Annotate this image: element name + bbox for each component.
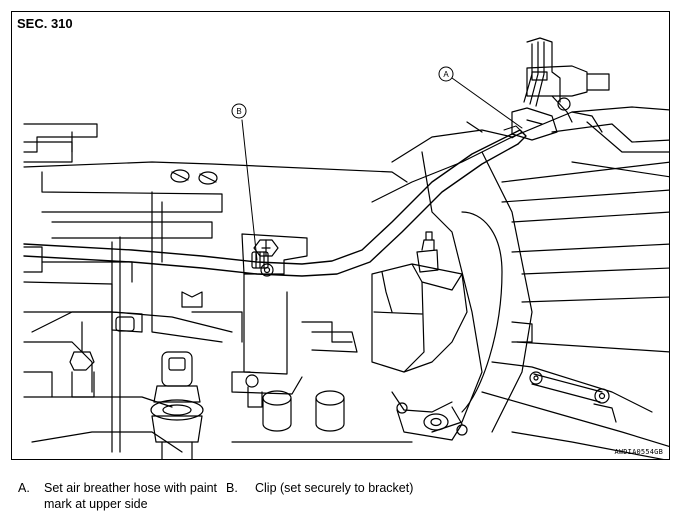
actuator [371, 231, 468, 441]
section-label: SEC. 310 [17, 16, 73, 31]
callout-a: A [438, 66, 454, 82]
transmission-case-right [371, 106, 669, 459]
legend-key-b: B. [226, 481, 238, 495]
diagram-frame: SEC. 310 [11, 11, 670, 460]
bracket [231, 233, 358, 408]
callout-leaders [241, 77, 523, 261]
air-breather-hose [23, 125, 527, 277]
bushings [231, 390, 413, 443]
bolt-left [69, 321, 95, 398]
image-code: AWDIA0554GB [614, 448, 663, 456]
legend-item-a: A. Set air breather hose with paint mark… [18, 480, 218, 514]
callout-b-label: B [236, 107, 241, 116]
speed-sensor [150, 351, 204, 459]
callout-b: B [231, 103, 247, 119]
legend-key-a: A. [18, 481, 30, 495]
transmission-drawing: A B [23, 37, 669, 459]
legend-text-a: Set air breather hose with paint mark at… [44, 481, 218, 511]
transmission-case-left [23, 123, 408, 453]
legend-item-b: B. Clip (set securely to bracket) [226, 480, 486, 498]
hose-clip [251, 251, 269, 269]
breather-connector [511, 37, 610, 141]
link-rod [529, 371, 617, 423]
callout-a-label: A [443, 70, 449, 79]
legend-text-b: Clip (set securely to bracket) [255, 481, 414, 495]
